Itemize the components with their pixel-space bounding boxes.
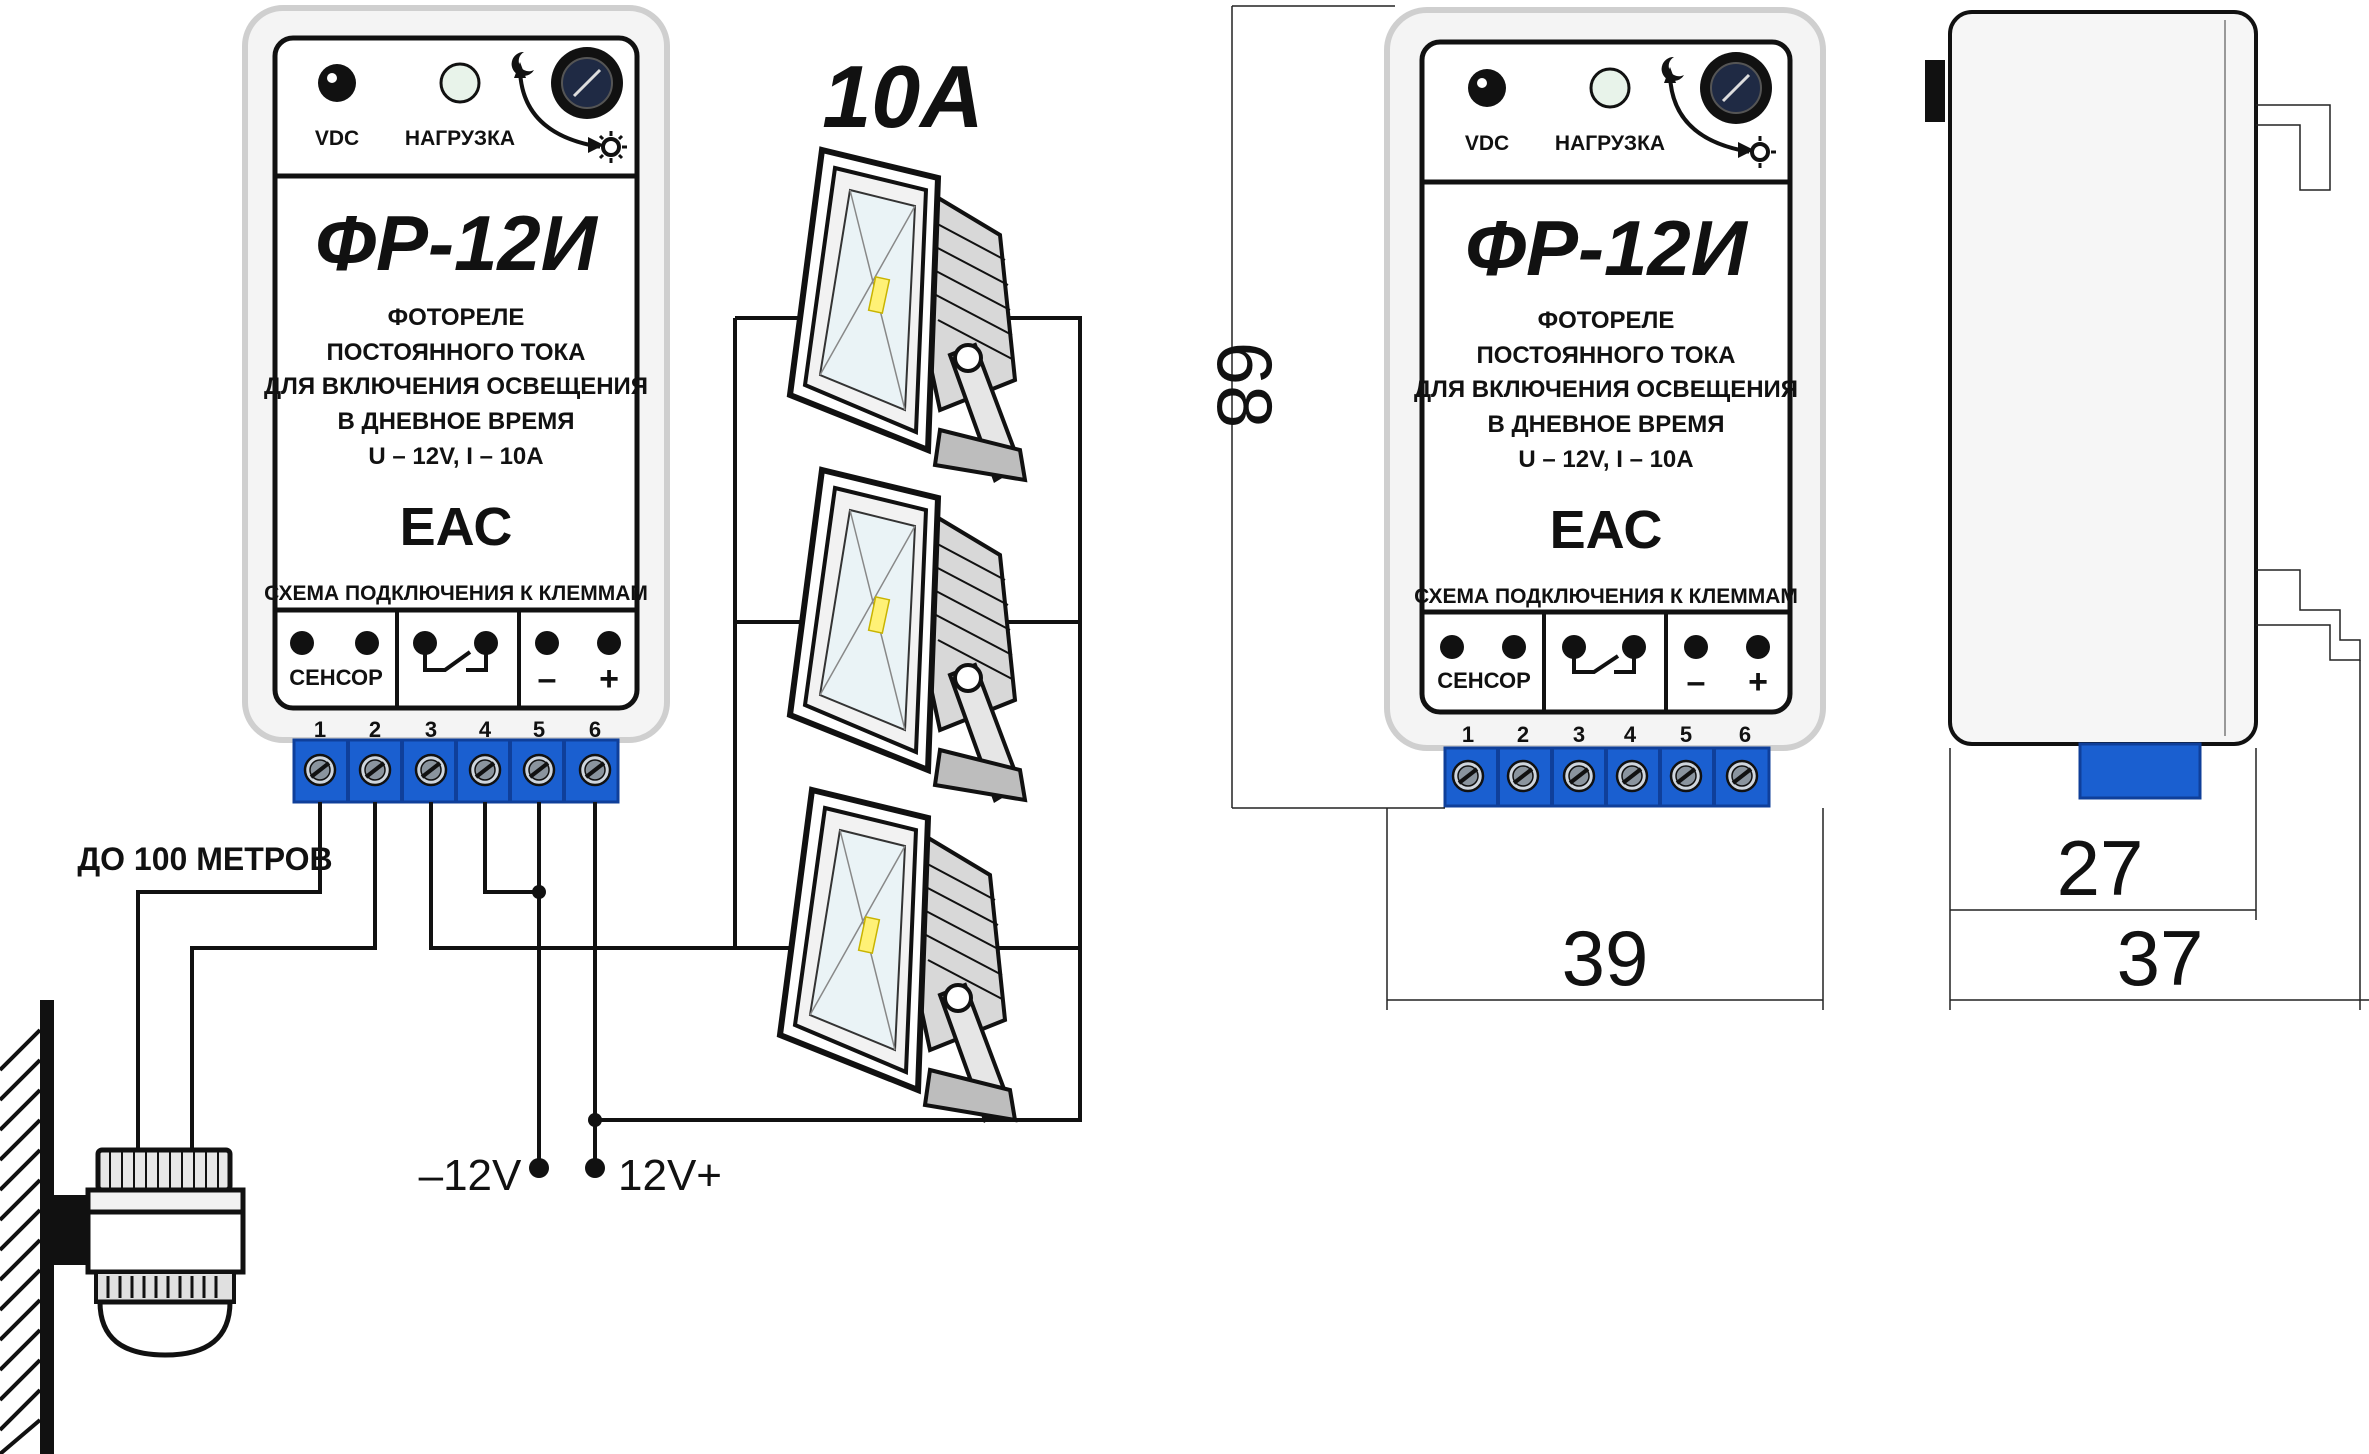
relay-device-front-view: VDC НАГРУЗКА ФР-12И ФОТОРЕЛЕ ПОСТОЯННОГО…	[1384, 7, 1826, 808]
scheme-title: СХЕМА ПОДКЛЮЧЕНИЯ К КЛЕММАМ	[264, 582, 648, 605]
desc-line-3: ДЛЯ ВКЛЮЧЕНИЯ ОСВЕЩЕНИЯ	[264, 373, 648, 400]
sun-icon	[595, 131, 627, 163]
minus-label-front: –	[1687, 663, 1706, 701]
floodlight-1	[790, 150, 1025, 480]
minus-supply-terminal	[529, 1158, 549, 1178]
desc-line-5: U – 12V, I – 10A	[368, 443, 543, 470]
terminal-screw-2	[358, 753, 392, 787]
load-led-icon	[439, 62, 481, 104]
dim-side-depth-body: 27	[2057, 824, 2144, 912]
supply-plus-label: 12V+	[618, 1151, 722, 1200]
terminal-block-front	[1443, 746, 1771, 808]
terminal-screw-3	[414, 753, 448, 787]
terminal-screw-5	[522, 753, 556, 787]
minus-label: –	[538, 660, 557, 698]
plus-supply-terminal	[585, 1158, 605, 1178]
eac-mark-front: ЕАС	[1550, 500, 1663, 560]
relay-device-side-view	[1925, 10, 2361, 800]
moon-icon	[511, 51, 534, 76]
terminal-number-3: 3	[425, 717, 437, 742]
terminal-number-5: 5	[533, 717, 545, 742]
plus-label-front: +	[1748, 663, 1768, 701]
relay-contact-icon	[413, 631, 498, 672]
front-terminal-number-3: 3	[1573, 722, 1585, 747]
wall-hatching	[0, 1028, 42, 1454]
vdc-led-icon	[318, 64, 356, 102]
terminal-screw-6	[578, 753, 612, 787]
dim-side-depth-total: 37	[2117, 914, 2204, 1002]
desc-line-4: В ДНЕВНОЕ ВРЕМЯ	[337, 408, 574, 435]
front-terminal-number-2: 2	[1517, 722, 1529, 747]
desc-line-1-front: ФОТОРЕЛЕ	[1538, 307, 1675, 334]
desc-line-2: ПОСТОЯННОГО ТОКА	[327, 339, 586, 366]
load-label-front: НАГРУЗКА	[1555, 132, 1665, 155]
front-terminal-number-1: 1	[1462, 722, 1474, 747]
sensor-label: СЕНСОР	[289, 665, 383, 690]
floodlight-2	[790, 470, 1025, 800]
current-label: 10A	[822, 47, 983, 146]
desc-line-4-front: В ДНЕВНОЕ ВРЕМЯ	[1487, 411, 1724, 438]
floodlight-3	[780, 790, 1015, 1120]
dim-front-width: 39	[1562, 914, 1649, 1002]
terminal-number-6: 6	[589, 717, 601, 742]
terminal-number-2: 2	[369, 717, 381, 742]
dim-height: 68	[1201, 342, 1289, 429]
sensor-label-front: СЕНСОР	[1437, 668, 1531, 693]
front-terminal-number-5: 5	[1680, 722, 1692, 747]
model-title: ФР-12И	[315, 199, 599, 287]
cable-length-label: ДО 100 МЕТРОВ	[77, 841, 332, 877]
scheme-title-front: СХЕМА ПОДКЛЮЧЕНИЯ К КЛЕММАМ	[1414, 585, 1798, 608]
desc-line-5-front: U – 12V, I – 10A	[1518, 446, 1693, 473]
terminal-block	[292, 738, 620, 804]
supply-minus-label: –12V	[419, 1151, 522, 1200]
vdc-label: VDC	[315, 127, 359, 150]
terminal-number-4: 4	[479, 717, 492, 742]
eac-mark: ЕАС	[400, 497, 513, 557]
light-sensor	[0, 1000, 246, 1454]
load-label: НАГРУЗКА	[405, 127, 515, 150]
dimension-lines	[1231, 5, 2369, 1010]
terminal-number-1: 1	[314, 717, 326, 742]
plus-label: +	[599, 660, 619, 698]
vdc-label-front: VDC	[1465, 132, 1509, 155]
desc-line-1: ФОТОРЕЛЕ	[388, 304, 525, 331]
front-terminal-number-6: 6	[1739, 722, 1751, 747]
terminal-screw-4	[468, 753, 502, 787]
front-terminal-number-4: 4	[1624, 722, 1637, 747]
model-title-front: ФР-12И	[1465, 204, 1749, 292]
desc-line-2-front: ПОСТОЯННОГО ТОКА	[1477, 342, 1736, 369]
relay-device-left: VDC НАГРУЗКА ФР-12И ФОТОРЕЛЕ ПОСТОЯННОГО…	[242, 5, 670, 804]
desc-line-3-front: ДЛЯ ВКЛЮЧЕНИЯ ОСВЕЩЕНИЯ	[1414, 376, 1798, 403]
terminal-screw-1	[303, 753, 337, 787]
